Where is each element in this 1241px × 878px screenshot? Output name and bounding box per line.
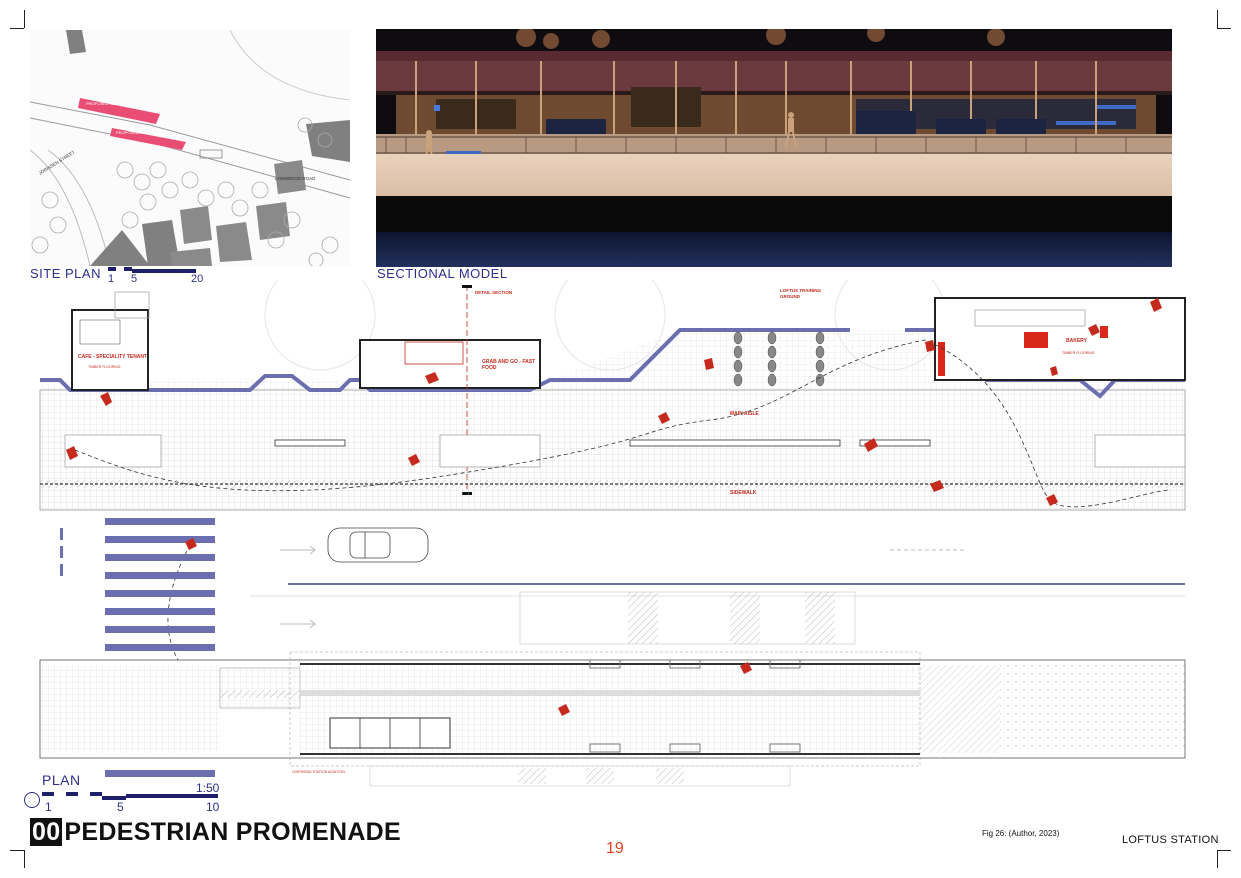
promenade-plan-drawing: CAFE - SPECIALITY TENANT TIMBER FLOORING… [39, 280, 1186, 787]
site-plan-drawing: PROPOSED NEW STATION PROPOSED ADDITION J… [30, 30, 350, 266]
site-plan-scale-bar [108, 267, 196, 273]
site-label-new-station: PROPOSED NEW STATION [86, 101, 137, 106]
project-name: LOFTUS STATION [1122, 834, 1219, 846]
street-label-lynnwood: LYNNWOOD ROAD [275, 176, 316, 181]
sectional-model-photo [376, 29, 1172, 267]
plan-scale-tick-1: 1 [45, 800, 52, 814]
crop-mark-bottom-left [10, 850, 24, 851]
main-aisle-label: MAIN AISLE [730, 411, 759, 417]
site-label-addition: PROPOSED ADDITION [116, 130, 159, 135]
site-scale-tick-5: 5 [131, 273, 138, 285]
plan-scale-bar [42, 792, 218, 800]
crop-mark-top-right-v [1217, 10, 1218, 28]
site-plan-map: PROPOSED NEW STATION PROPOSED ADDITION J… [30, 30, 350, 266]
cafe-label: CAFE - SPECIALITY TENANT [78, 354, 147, 360]
plan-scale-tick-10: 10 [206, 800, 220, 814]
figure-caption: Fig 26: (Author, 2023) [982, 829, 1060, 838]
title-number: 00 [30, 818, 63, 846]
loftus-label-1: LOFTUS TRAINING [780, 288, 821, 293]
sectional-model-label: SECTIONAL MODEL [377, 266, 508, 281]
site-scale-tick-1: 1 [108, 273, 115, 285]
plan-scale-ratio: 1:50 [196, 781, 220, 795]
crop-mark-top-left [10, 28, 24, 29]
crop-mark-top-left-v [24, 10, 25, 28]
bakery-label: BAKERY [1066, 338, 1088, 344]
bakery-flooring-label: TIMBER FLOORING [1062, 351, 1095, 355]
sectional-model-drawing [376, 29, 1172, 267]
grab-go-label-1: GRAB AND GO - FAST [482, 359, 535, 365]
car [327, 527, 429, 563]
north-arrow-icon [24, 792, 40, 808]
promenade-plan: CAFE - SPECIALITY TENANT TIMBER FLOORING… [30, 280, 1200, 790]
site-plan-label: SITE PLAN [30, 266, 101, 281]
cafe-flooring-label: TIMBER FLOORING [88, 365, 121, 369]
sidewalk-label: SIDEWALK [730, 490, 757, 496]
plan-label: PLAN [42, 772, 81, 788]
grab-go-label-2: FOOD [482, 365, 497, 371]
site-scale-tick-20: 20 [191, 273, 204, 285]
page-number: 19 [606, 840, 624, 857]
crop-mark-bottom-right [1217, 850, 1231, 851]
crop-mark-bottom-left-v [24, 850, 25, 868]
detail-section-label: DETAIL SECTION [475, 290, 512, 295]
crop-mark-bottom-right-v [1217, 850, 1218, 868]
loftus-label-2: GROUND [780, 294, 801, 299]
plan-scale-tick-5: 5 [117, 800, 124, 814]
overhead-station-label: OVERHEAD STATION ADDITION [292, 770, 345, 774]
title-text: PEDESTRIAN PROMENADE [64, 818, 402, 846]
crop-mark-top-right [1217, 28, 1231, 29]
